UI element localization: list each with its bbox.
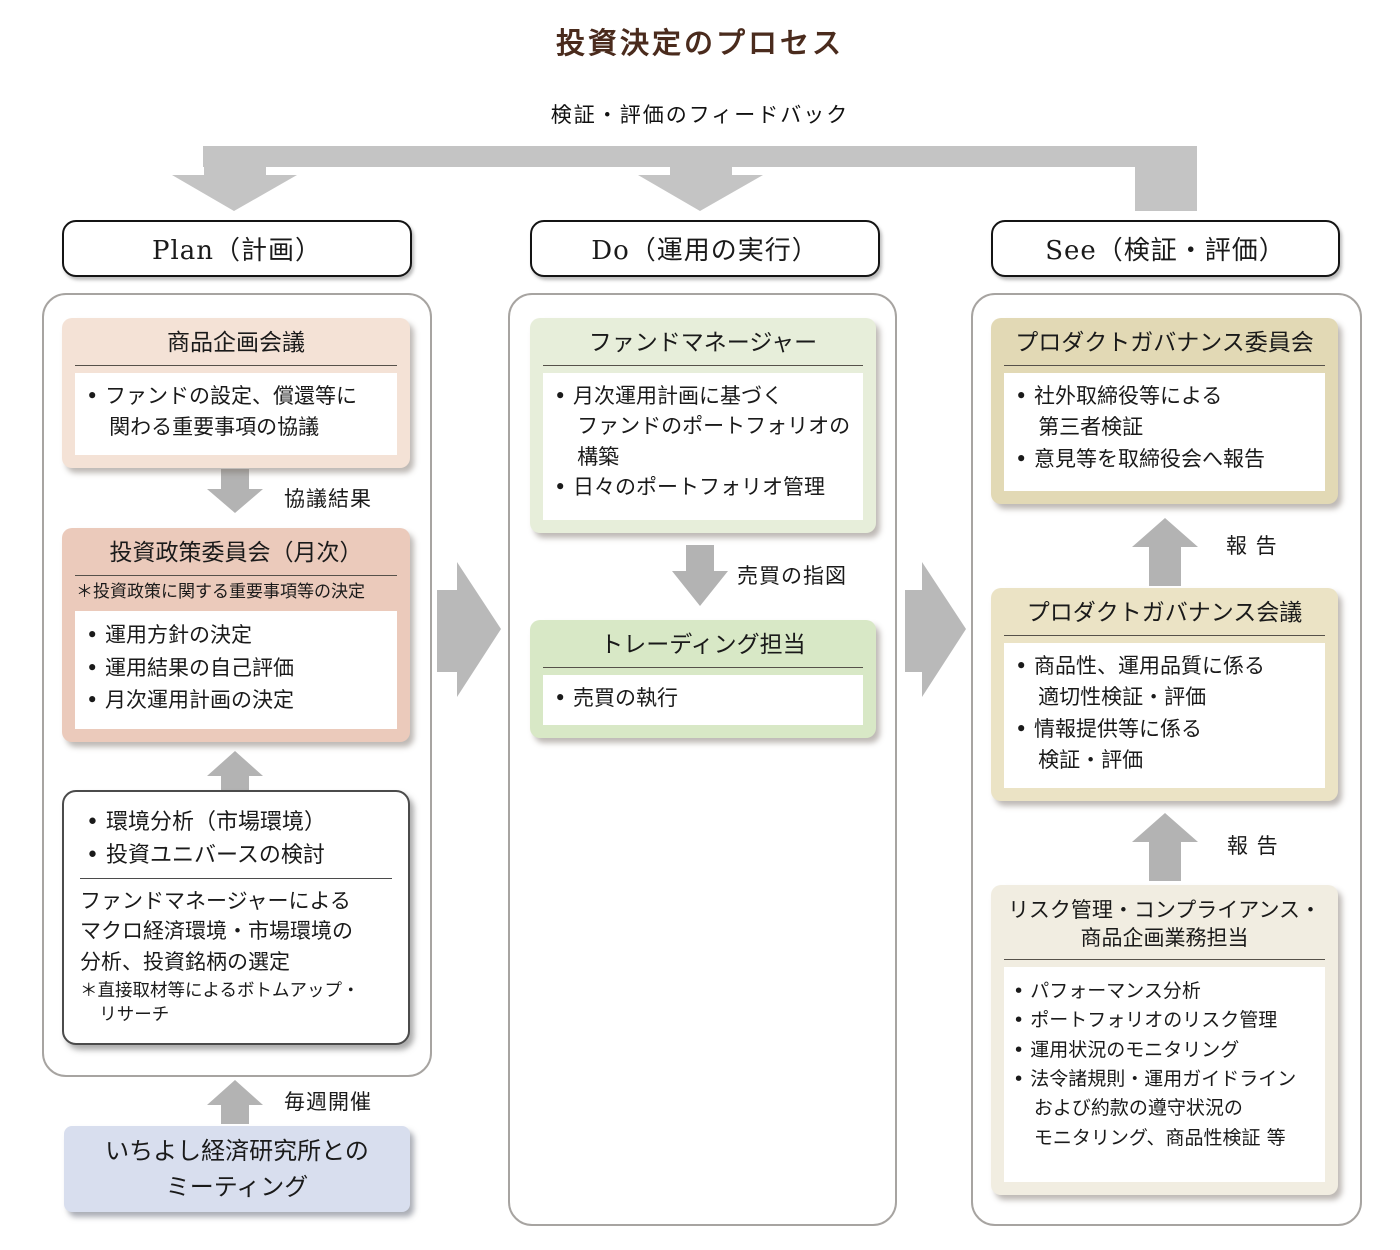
title-divider: [75, 364, 397, 366]
analysis-up-arrow: [207, 751, 263, 792]
box-content: • 運用方針の決定 • 運用結果の自己評価 • 月次運用計画の決定: [75, 610, 397, 729]
weekly-meeting-label: 毎週開催: [284, 1090, 372, 1114]
report-up-arrow-2: [1132, 813, 1198, 881]
environment-analysis-box: • 環境分析（市場環境） • 投資ユニバースの検討 ファンドマネージャーによる …: [62, 790, 410, 1045]
bullet-item: • 法令諸規則・運用ガイドライン および約款の遵守状況の モニタリング、商品性検…: [1013, 1068, 1297, 1149]
box-note: ＊直接取材等によるボトムアップ・ リサーチ: [80, 981, 360, 1025]
title-divider: [1004, 958, 1325, 960]
box-title: 投資政策委員会（月次）: [109, 540, 363, 566]
bullet-item: • 月次運用計画の決定: [86, 688, 295, 713]
trading-desk-box: トレーディング担当 • 売買の執行: [530, 620, 876, 738]
product-governance-committee-box: プロダクトガバナンス委員会 • 社外取締役等による 第三者検証 • 意見等を取締…: [991, 318, 1338, 504]
report-up-arrow-1: [1132, 518, 1198, 586]
box-content: • 社外取締役等による 第三者検証 • 意見等を取締役会へ報告: [1004, 372, 1325, 491]
plan-to-do-arrow: [437, 562, 501, 697]
title-divider: [543, 364, 863, 366]
bullet-item: • 情報提供等に係る 検証・評価: [1015, 716, 1203, 773]
trade-instruction-label: 売買の指図: [737, 564, 847, 588]
bullet-item: • ファンドの設定、償還等に 関わる重要事項の協議: [86, 383, 358, 440]
consult-result-down-arrow: [207, 469, 263, 513]
do-to-see-arrow: [905, 562, 966, 697]
box-content: • 商品性、運用品質に係る 適切性検証・評価 • 情報提供等に係る 検証・評価: [1004, 642, 1325, 788]
product-planning-meeting-box: 商品企画会議 • ファンドの設定、償還等に 関わる重要事項の協議: [62, 318, 410, 468]
do-column-header: Do（運用の実行）: [530, 220, 880, 277]
box-content: • ファンドの設定、償還等に 関わる重要事項の協議: [75, 372, 397, 455]
box-title: プロダクトガバナンス会議: [1026, 600, 1303, 626]
box-title: トレーディング担当: [600, 632, 806, 658]
weekly-meeting-up-arrow: [207, 1080, 263, 1124]
bullet-item: • 環境分析（市場環境）: [86, 810, 326, 835]
title-divider: [80, 878, 392, 879]
see-column-header: See（検証・評価）: [991, 220, 1340, 277]
box-content: • 月次運用計画に基づく ファンドのポートフォリオの 構築 • 日々のポートフォ…: [543, 372, 863, 520]
page-title: 投資決定のプロセス: [555, 26, 844, 60]
consult-result-label: 協議結果: [284, 487, 372, 511]
title-divider: [1004, 634, 1325, 636]
plan-column-header: Plan（計画）: [62, 220, 412, 277]
box-title: ファンドマネージャー: [588, 330, 818, 356]
feedback-label: 検証・評価のフィードバック: [550, 103, 850, 127]
box-content: • 環境分析（市場環境） • 投資ユニバースの検討: [80, 804, 392, 878]
bullet-item: • 意見等を取締役会へ報告: [1015, 446, 1266, 471]
report-label-2: 報 告: [1227, 834, 1279, 858]
box-title: 商品企画会議: [167, 330, 305, 356]
bullet-item: • 売買の執行: [554, 685, 679, 710]
title-divider: [1004, 364, 1325, 366]
bullet-item: • 日々のポートフォリオ管理: [554, 475, 826, 500]
bullet-item: • パフォーマンス分析: [1013, 979, 1201, 1002]
box-note: ＊投資政策に関する重要事項等の決定: [76, 581, 365, 602]
bullet-item: • 投資ユニバースの検討: [86, 843, 325, 868]
box-content: • パフォーマンス分析 • ポートフォリオのリスク管理 • 運用状況のモニタリン…: [1004, 966, 1325, 1182]
fund-manager-box: ファンドマネージャー • 月次運用計画に基づく ファンドのポートフォリオの 構築…: [530, 318, 876, 533]
bullet-item: • 運用方針の決定: [86, 622, 253, 647]
bullet-item: • 運用結果の自己評価: [86, 655, 295, 680]
box-body-text: ファンドマネージャーによる マクロ経済環境・市場環境の 分析、投資銘柄の選定: [80, 889, 353, 974]
product-governance-meeting-box: プロダクトガバナンス会議 • 商品性、運用品質に係る 適切性検証・評価 • 情報…: [991, 588, 1338, 801]
box-title: プロダクトガバナンス委員会: [1015, 330, 1314, 356]
feedback-arrow: [172, 146, 1197, 211]
bullet-item: • 運用状況のモニタリング: [1013, 1038, 1240, 1061]
bullet-item: • 社外取締役等による 第三者検証: [1015, 383, 1223, 440]
research-institute-meeting-box: いちよし経済研究所との ミーティング: [64, 1126, 410, 1212]
risk-compliance-product-planning-box: リスク管理・コンプライアンス・ 商品企画業務担当 • パフォーマンス分析 • ポ…: [991, 885, 1338, 1195]
title-divider: [543, 666, 863, 668]
bullet-item: • 月次運用計画に基づく ファンドのポートフォリオの 構築: [554, 383, 851, 469]
box-title: リスク管理・コンプライアンス・ 商品企画業務担当: [1007, 898, 1322, 951]
report-label-1: 報 告: [1226, 534, 1278, 558]
investment-policy-committee-box: 投資政策委員会（月次） ＊投資政策に関する重要事項等の決定 • 運用方針の決定 …: [62, 528, 410, 742]
bullet-item: • ポートフォリオのリスク管理: [1013, 1009, 1278, 1032]
title-divider: [75, 574, 397, 576]
bullet-item: • 商品性、運用品質に係る 適切性検証・評価: [1015, 653, 1266, 710]
box-content: • 売買の執行: [543, 674, 863, 725]
trade-instruction-down-arrow: [672, 545, 728, 606]
